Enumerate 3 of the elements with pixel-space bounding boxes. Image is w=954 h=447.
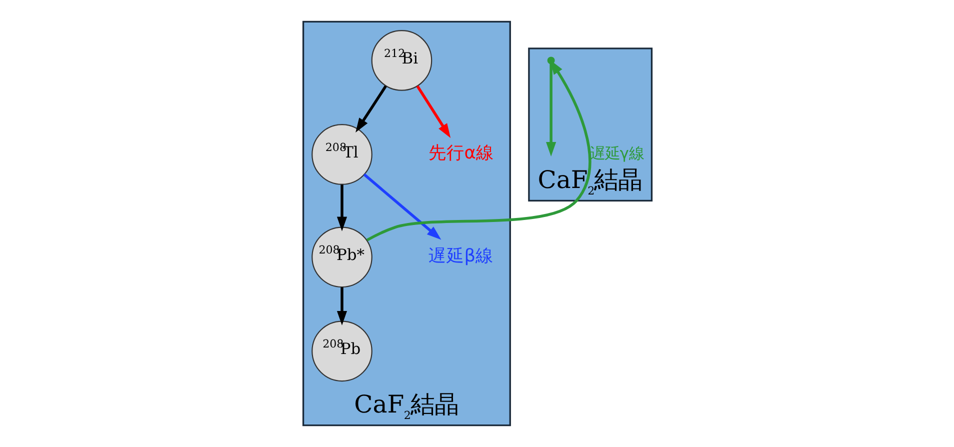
node-text: 遅延β線 [428, 246, 494, 266]
edge-label: 遅延γ線 [589, 144, 644, 163]
node-text: 先行α線 [428, 144, 494, 164]
